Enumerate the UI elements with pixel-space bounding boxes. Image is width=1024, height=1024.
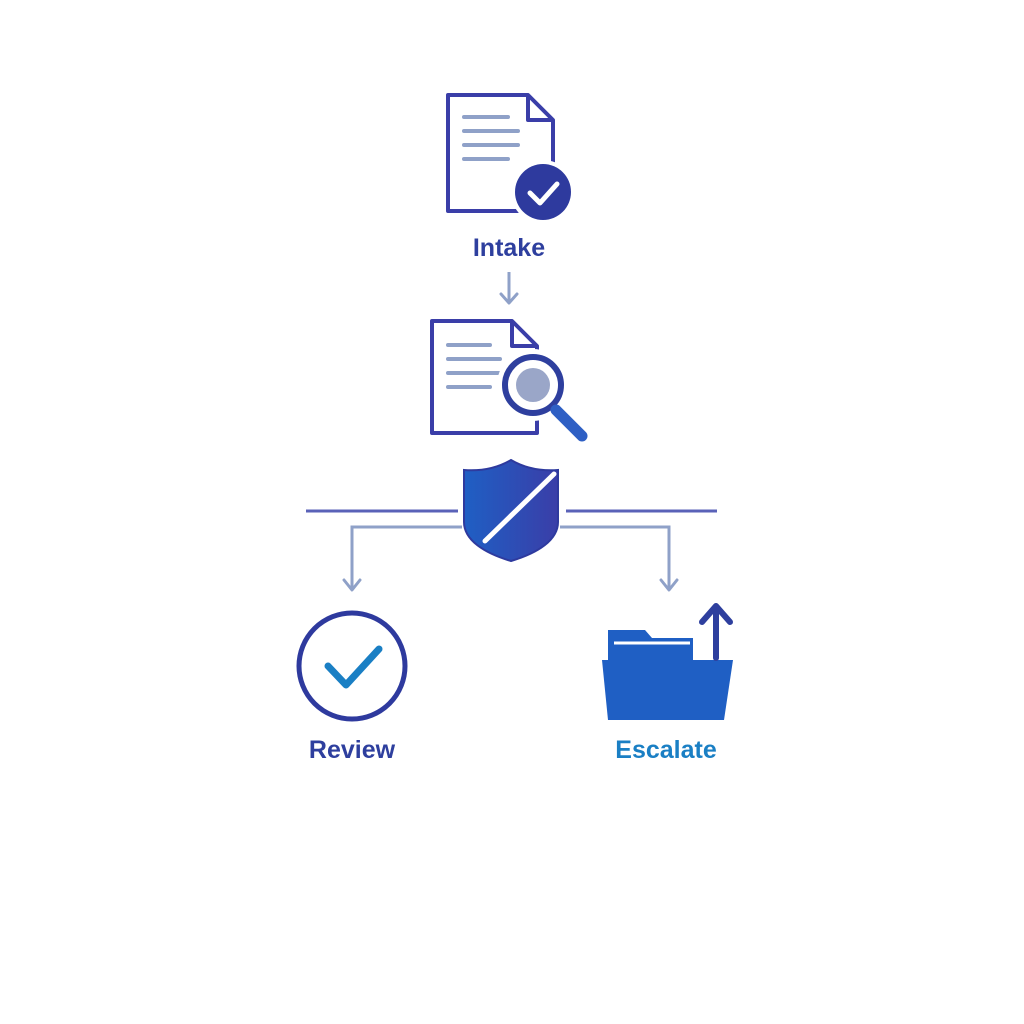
document-search-icon (430, 319, 588, 442)
folder-upload-icon (602, 603, 733, 720)
intake-label: Intake (472, 234, 546, 262)
check-circle-icon (296, 610, 408, 722)
connector-arrow (499, 272, 519, 305)
review-label: Review (308, 736, 396, 764)
escalate-label: Escalate (615, 736, 717, 764)
shield-icon (463, 458, 559, 563)
document-check-icon (446, 93, 575, 224)
branch-connectors (306, 509, 717, 592)
